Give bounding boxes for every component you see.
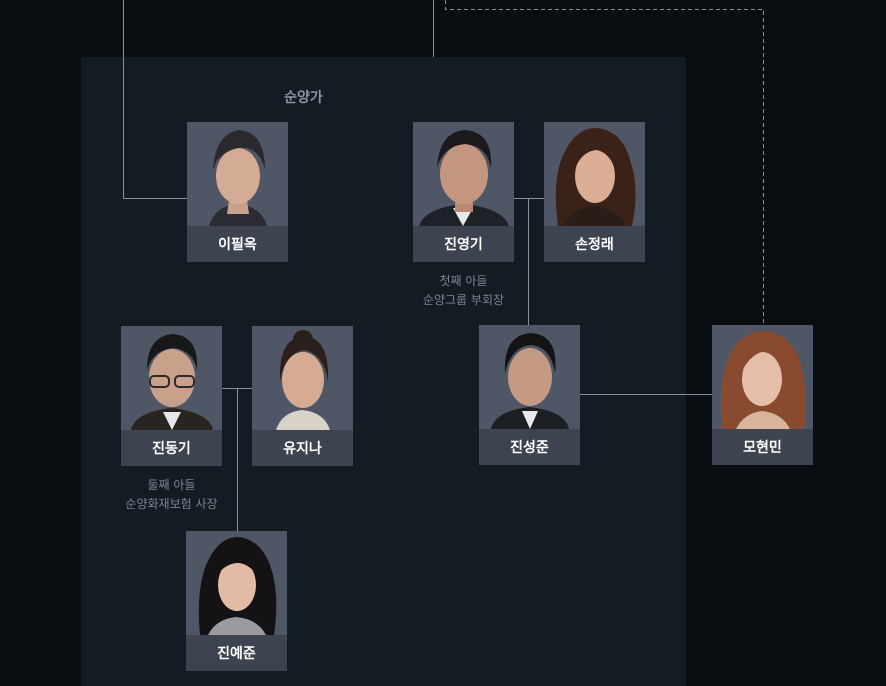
portrait-photo-icon — [187, 122, 288, 226]
portrait-photo-icon — [544, 122, 645, 226]
member-card-mohyeonmin[interactable]: 모현민 — [712, 325, 813, 465]
member-name: 진성준 — [479, 429, 580, 465]
member-name: 이필옥 — [187, 226, 288, 262]
member-card-sonjeongrae[interactable]: 손정래 — [544, 122, 645, 262]
role-line: 첫째 아들 — [439, 274, 488, 288]
family-title: 순양가 — [284, 90, 323, 106]
member-name: 손정래 — [544, 226, 645, 262]
member-name: 모현민 — [712, 429, 813, 465]
portrait-photo-icon — [413, 122, 514, 226]
line-dashed-mohyeonmin — [445, 0, 764, 325]
member-role-jindonggi: 둘째 아들 순양화재보험 사장 — [101, 476, 242, 514]
member-card-jinyounggi[interactable]: 진영기 — [413, 122, 514, 262]
portrait-photo-icon — [712, 325, 813, 429]
portrait-photo-icon — [479, 325, 580, 429]
role-line: 순양화재보험 사장 — [125, 497, 218, 511]
portrait-photo-icon — [121, 326, 222, 430]
member-card-jinseongjun[interactable]: 진성준 — [479, 325, 580, 465]
member-card-yujina[interactable]: 유지나 — [252, 326, 353, 466]
member-role-jinyounggi: 첫째 아들 순양그룹 부회장 — [412, 272, 515, 310]
portrait-photo-icon — [252, 326, 353, 430]
member-card-ipilok[interactable]: 이필옥 — [187, 122, 288, 262]
member-name: 진동기 — [121, 430, 222, 466]
member-card-jindonggi[interactable]: 진동기 — [121, 326, 222, 466]
member-name: 진영기 — [413, 226, 514, 262]
role-line: 순양그룹 부회장 — [422, 293, 505, 307]
member-name: 유지나 — [252, 430, 353, 466]
member-name: 진예준 — [186, 635, 287, 671]
member-card-jinyejun[interactable]: 진예준 — [186, 531, 287, 671]
portrait-photo-icon — [186, 531, 287, 635]
role-line: 둘째 아들 — [147, 478, 196, 492]
line-ipilok — [123, 0, 187, 199]
